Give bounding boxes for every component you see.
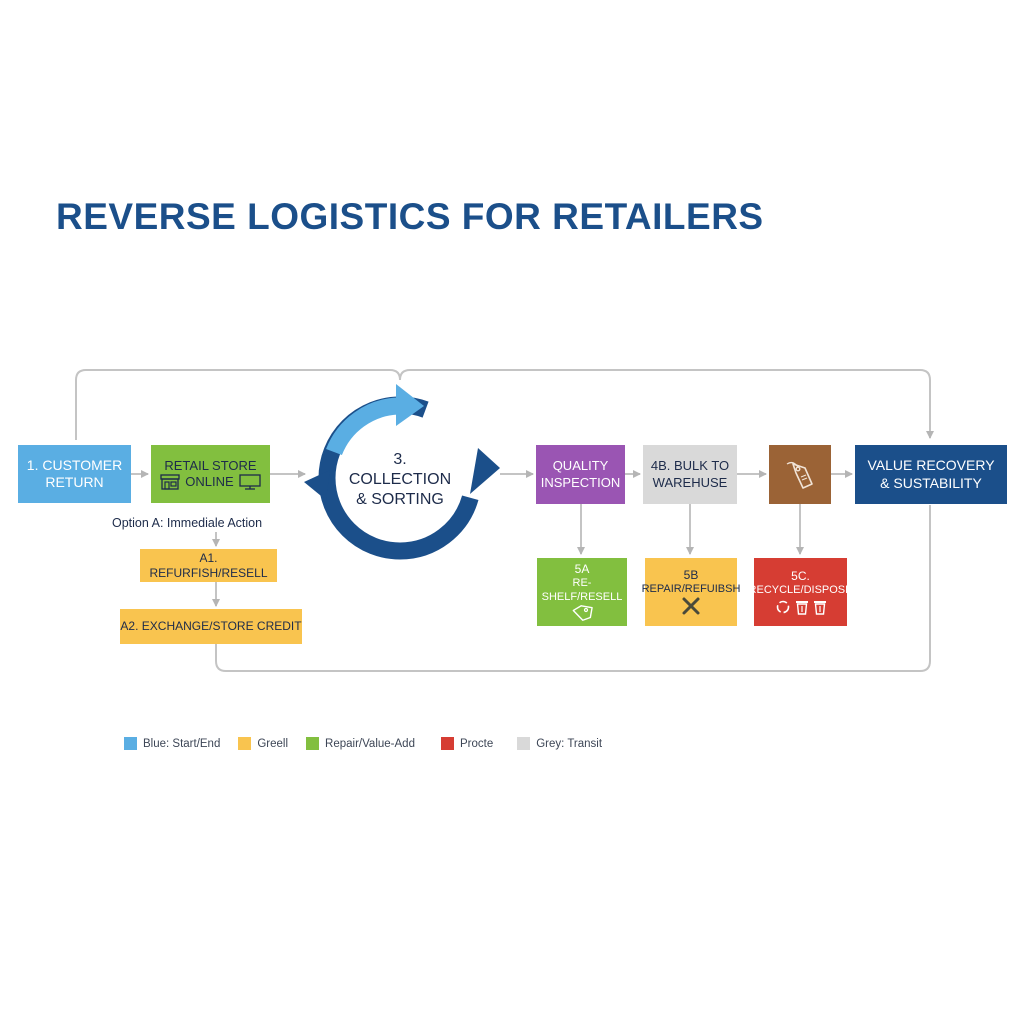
node-price-tag <box>769 445 831 504</box>
legend-label: Repair/Value-Add <box>325 737 415 750</box>
bottom-loop-connector <box>215 505 931 672</box>
node-collection-sorting: 3. COLLECTION & SORTING <box>340 450 460 510</box>
node-5c-recycle: 5C. RECYCLE/DISPOSE <box>749 558 852 626</box>
node-line: & SUSTABILITY <box>880 474 982 491</box>
cycle-arrows-icon <box>304 384 500 560</box>
price-tag-icon <box>572 605 593 622</box>
node-line: QUALITY <box>552 458 609 474</box>
node-a1-refurbish: A1. REFURFISH/RESELL <box>140 549 277 582</box>
monitor-icon <box>239 474 261 490</box>
node-5b-repair: 5B REPAIR/REFUIBSH <box>642 558 740 626</box>
node-line: 4B. BULK TO <box>650 458 730 474</box>
legend-item: Greell <box>238 737 288 750</box>
legend-item: Grey: Transit <box>517 737 602 750</box>
legend-swatch <box>440 737 454 750</box>
legend-label: Grey: Transit <box>536 737 603 750</box>
node-quality-inspection: QUALITY INSPECTION <box>536 445 625 504</box>
tools-icon <box>682 597 700 615</box>
page-title: REVERSE LOGISTICS FOR RETAILERS <box>56 196 764 237</box>
node-line: 5B <box>683 567 699 582</box>
node-line: RETURN <box>45 474 104 490</box>
legend-swatch <box>306 737 320 750</box>
legend-swatch <box>238 737 252 750</box>
node-line: A2. EXCHANGE/STORE CREDIT <box>120 619 302 633</box>
node-line: & SORTING <box>356 491 444 508</box>
option-a-caption: Option A: Immediale Action <box>112 516 263 530</box>
node-line: RECYCLE/DISPOSE <box>748 583 853 596</box>
legend-label: Blue: Start/End <box>143 737 221 750</box>
legend-label: Greell <box>257 737 289 750</box>
node-line: 3. <box>393 451 407 468</box>
node-line: VALUE RECOVERY <box>867 457 995 473</box>
recycle-icon <box>776 601 789 614</box>
node-line: 5C. <box>791 568 810 583</box>
node-line: 5A <box>574 561 590 576</box>
node-line: REPAIR/REFUIBSH <box>641 582 741 595</box>
node-line: RETAIL STORE <box>164 457 257 473</box>
legend-item: Blue: Start/End <box>124 737 220 750</box>
node-line: ONLINE <box>185 474 234 489</box>
node-bulk-warehouse: 4B. BULK TO WAREHUSE <box>643 445 737 504</box>
node-line: 1. CUSTOMER <box>26 456 123 473</box>
legend: Blue: Start/End Greell Repair/Value-Add … <box>124 737 620 750</box>
legend-label: Procte <box>459 737 494 750</box>
legend-item: Procte <box>440 737 494 750</box>
node-5a-reshelf: 5A RE-SHELF/RESELL <box>537 558 627 626</box>
node-line: A1. REFURFISH/RESELL <box>149 550 268 580</box>
node-customer-return: 1. CUSTOMER RETURN <box>18 445 131 503</box>
trash-icon <box>795 601 808 616</box>
node-line: INSPECTION <box>540 474 621 490</box>
trash-icon <box>813 601 826 616</box>
legend-item: Repair/Value-Add <box>306 737 415 750</box>
legend-swatch <box>517 737 531 750</box>
node-line: RE-SHELF/RESELL <box>541 576 623 603</box>
node-value-recovery: VALUE RECOVERY & SUSTABILITY <box>855 445 1007 504</box>
node-retail-store: RETAIL STORE ONLINE <box>151 445 270 503</box>
node-line: COLLECTION <box>348 471 452 488</box>
node-line: WAREHUSE <box>652 474 728 490</box>
top-loop-connector <box>75 369 934 440</box>
node-a2-exchange: A2. EXCHANGE/STORE CREDIT <box>120 609 302 644</box>
price-tag-icon <box>786 461 813 489</box>
store-icon <box>160 474 180 490</box>
legend-swatch <box>124 737 137 750</box>
